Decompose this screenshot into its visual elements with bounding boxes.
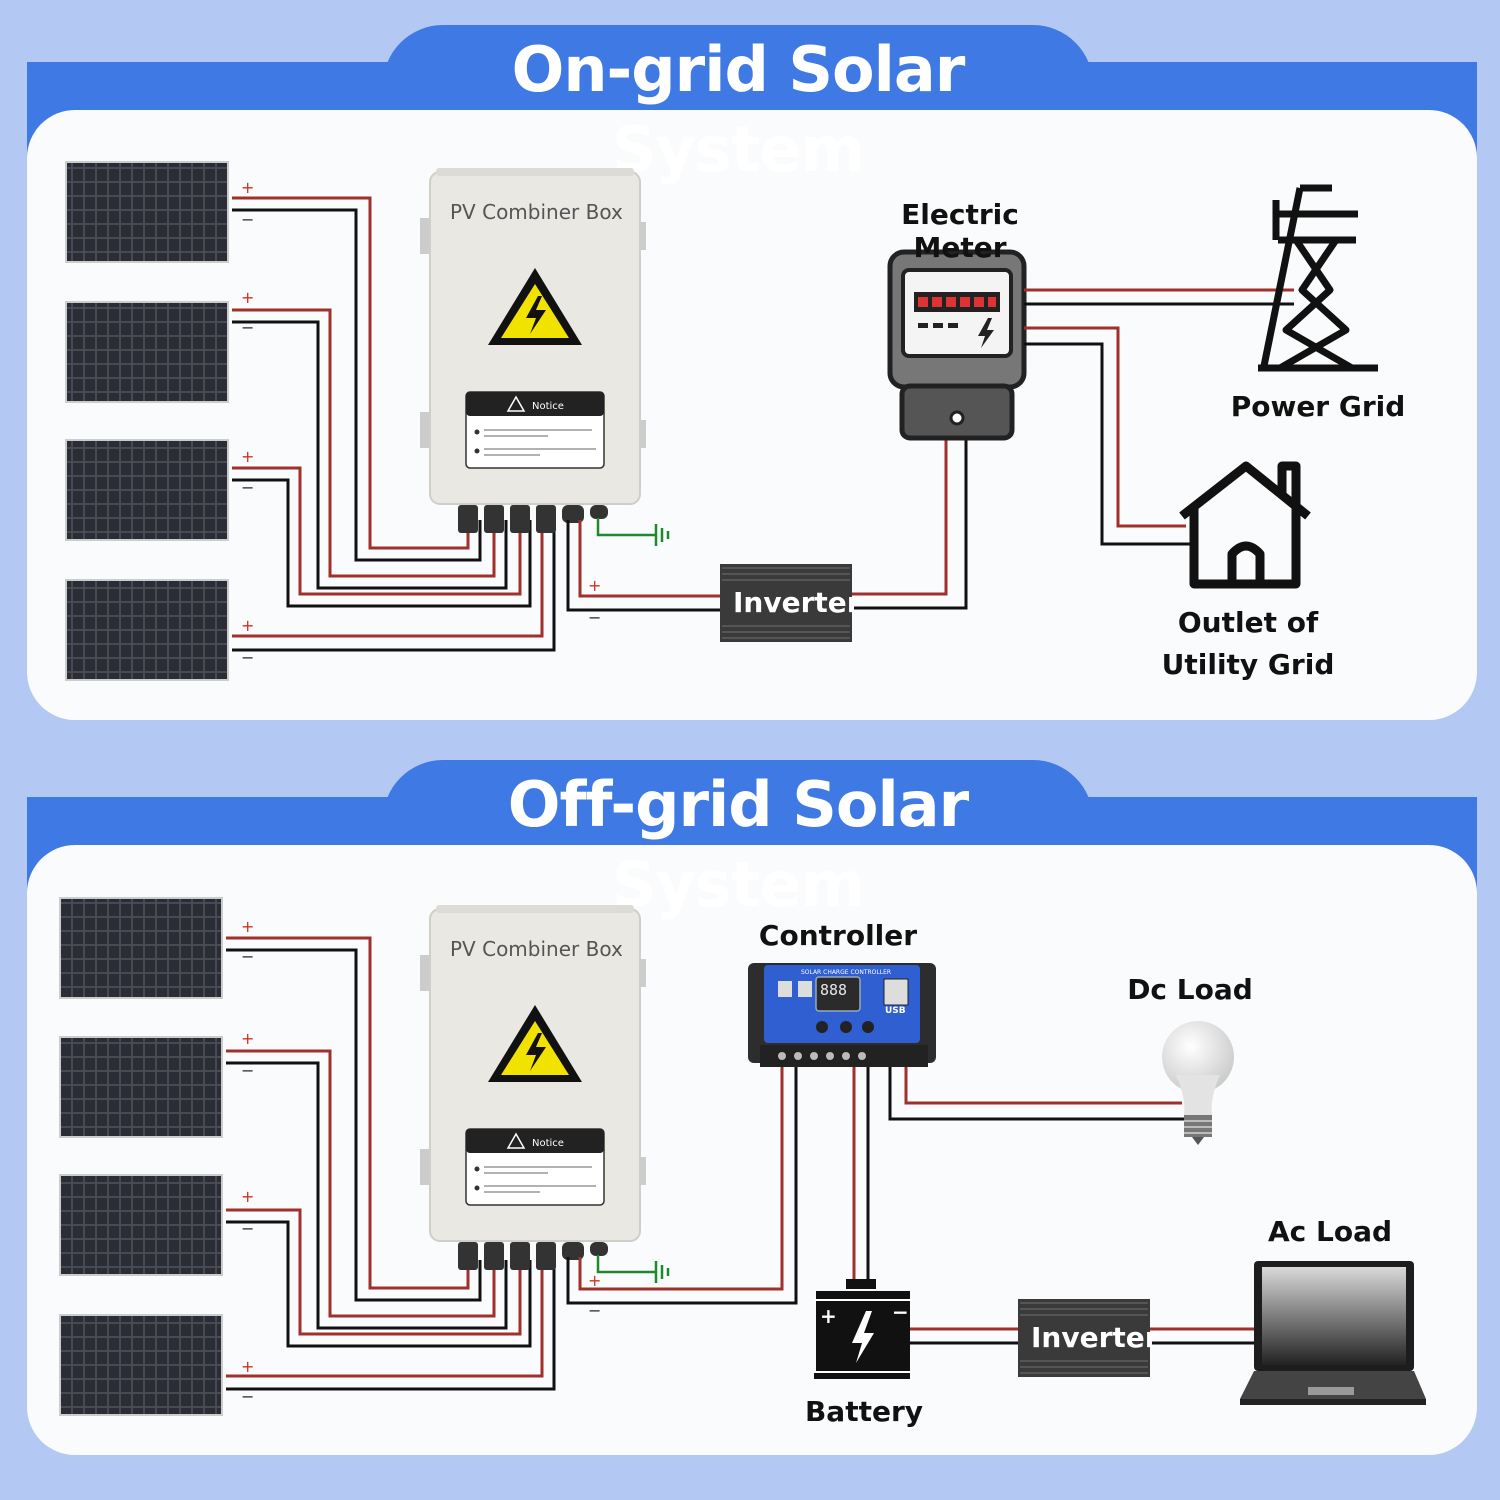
- inverter-label: Inverter: [1031, 1321, 1159, 1354]
- on-grid-diagram: [65, 161, 1378, 681]
- plus-sign: +: [588, 1271, 602, 1290]
- solar-panel-2: [65, 301, 229, 403]
- inverter-icon: [720, 564, 852, 642]
- solar-panel-4: [65, 579, 229, 681]
- combiner-box: [420, 905, 646, 1270]
- house-icon: [1179, 461, 1311, 589]
- controller-label: Controller: [758, 919, 918, 952]
- ground-icon: [596, 518, 670, 546]
- plus-sign: +: [241, 1357, 255, 1376]
- battery-icon: + −: [814, 1279, 912, 1379]
- solar-panel-1: [59, 897, 223, 999]
- combiner-box-label: PV Combiner Box: [450, 937, 623, 961]
- power-grid-tower-icon: [1258, 184, 1378, 372]
- solar-panel-1: [65, 161, 229, 263]
- electric-meter-label: Electric Meter: [901, 198, 1019, 264]
- plus-sign: +: [241, 917, 255, 936]
- solar-panel-2: [59, 1036, 223, 1138]
- svg-text:+: +: [820, 1304, 837, 1328]
- diagram-panel: [27, 845, 1477, 1455]
- power-grid-label: Power Grid: [1230, 390, 1406, 423]
- inverter-icon: [1018, 1299, 1150, 1377]
- minus-sign: −: [241, 478, 255, 497]
- minus-sign: −: [241, 1387, 255, 1406]
- plus-sign: +: [241, 447, 255, 466]
- minus-sign: −: [588, 1301, 602, 1320]
- plus-sign: +: [241, 1029, 255, 1048]
- panel-wires: [232, 196, 556, 652]
- notice-label: Notice: [532, 1138, 564, 1149]
- controller-display-readout: 888: [820, 981, 848, 999]
- ground-icon: [596, 1255, 670, 1283]
- section-title: Off-grid Solar System: [507, 768, 969, 921]
- off-grid-diagram: + −: [59, 897, 1426, 1416]
- dc-load-label: Dc Load: [1127, 973, 1253, 1006]
- notice-label: Notice: [532, 401, 564, 412]
- plus-sign: +: [241, 288, 255, 307]
- inverter-label: Inverter: [733, 586, 861, 619]
- outlet-label-line1: Outlet of: [1177, 606, 1319, 639]
- section-title: On-grid Solar System: [511, 33, 966, 186]
- minus-sign: −: [588, 608, 602, 627]
- solar-panel-4: [59, 1314, 223, 1416]
- outlet-label-line2: Utility Grid: [1161, 648, 1335, 681]
- minus-sign: −: [241, 947, 255, 966]
- minus-sign: −: [241, 1061, 255, 1080]
- on-grid-section: On-grid Solar System: [0, 0, 1500, 740]
- minus-sign: −: [241, 210, 255, 229]
- solar-panel-3: [65, 439, 229, 541]
- solar-panel-3: [59, 1174, 223, 1276]
- combiner-box: [420, 168, 646, 533]
- plus-sign: +: [588, 576, 602, 595]
- battery-label: Battery: [804, 1395, 924, 1428]
- plus-sign: +: [241, 1187, 255, 1206]
- usb-label: USB: [885, 1006, 906, 1016]
- plus-sign: +: [241, 616, 255, 635]
- light-bulb-icon: [1162, 1021, 1234, 1145]
- electric-meter-icon: [887, 249, 1027, 441]
- combiner-box-label: PV Combiner Box: [450, 200, 623, 224]
- panel-wires: [226, 936, 556, 1391]
- laptop-icon: [1240, 1261, 1426, 1405]
- off-grid-section: Off-grid Solar System: [0, 735, 1500, 1475]
- plus-sign: +: [241, 178, 255, 197]
- charge-controller-icon: [748, 963, 936, 1067]
- svg-text:−: −: [892, 1300, 909, 1324]
- minus-sign: −: [241, 648, 255, 667]
- minus-sign: −: [241, 318, 255, 337]
- ac-load-label: Ac Load: [1267, 1215, 1393, 1248]
- minus-sign: −: [241, 1219, 255, 1238]
- controller-brand-label: SOLAR CHARGE CONTROLLER: [800, 969, 892, 976]
